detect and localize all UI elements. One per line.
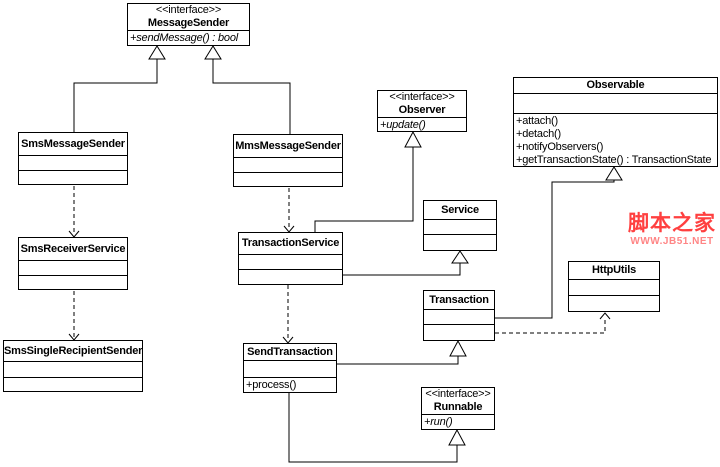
observable-operation-notifyobservers: +notifyObservers() [516,141,604,153]
service-operations [424,234,496,250]
class-smssinglerecipientsender: SmsSingleRecipientSender [3,340,143,392]
transaction-attributes [424,309,494,324]
class-transaction: Transaction [423,290,495,341]
transactionservice-name: TransactionService [241,237,340,249]
transactionservice-operations [239,269,342,284]
smsmessagesender-attributes [19,155,127,170]
realization-transactionservice-observer [314,130,422,232]
smssinglerecipientsender-operations [4,377,142,391]
mmsmessagesender-operations [234,172,342,186]
class-service: Service [423,200,497,251]
transaction-operations [424,324,494,340]
watermark-site-name: 脚本之家 [628,212,716,235]
runnable-operation: +run() [424,416,453,428]
class-runnable: <<interface>> Runnable +run() [421,387,495,430]
class-httputils: HttpUtils [568,261,660,312]
smsreceiverservice-operations [19,275,127,289]
observable-operation-gettransactionstate: +getTransactionState() : TransactionStat… [516,154,712,166]
class-sendtransaction: SendTransaction +process() [243,343,337,393]
smsreceiverservice-name: SmsReceiverService [20,242,126,255]
dependency-smsreceiverservice-smssinglerecipientsender [68,291,80,341]
runnable-name: Runnable [433,401,483,413]
realization-smsmessagesender-messagesender [73,45,166,132]
realization-mmsmessagesender-messagesender [204,45,291,134]
httputils-operations [569,295,659,311]
service-name: Service [441,203,479,216]
messagesender-operation: +sendMessage() : bool [130,32,239,44]
smsmessagesender-operations [19,170,127,184]
watermark-site-url: WWW.JB51.NET [630,236,714,247]
class-observer: <<interface>> Observer +update() [377,90,467,132]
transaction-name: Transaction [429,293,489,306]
dependency-smsmessagesender-smsreceiverservice [68,186,80,238]
smsreceiverservice-attributes [19,260,127,275]
class-smsreceiverservice: SmsReceiverService [18,237,128,290]
class-smsmessagesender: SmsMessageSender [18,132,128,185]
httputils-name: HttpUtils [591,264,637,276]
class-mmsmessagesender: MmsMessageSender [233,134,343,187]
service-attributes [424,219,496,234]
dependency-mmsmessagesender-transactionservice [283,188,295,233]
mmsmessagesender-name: MmsMessageSender [235,139,341,152]
class-observable: Observable +attach() +detach() +notifyOb… [513,77,718,167]
dependency-transactionservice-sendtransaction [282,285,294,344]
sendtransaction-name: SendTransaction [247,345,333,358]
sendtransaction-attributes [244,360,336,377]
observable-name: Observable [586,79,645,91]
smssinglerecipientsender-attributes [4,361,142,377]
dependency-transaction-httputils [495,312,611,334]
messagesender-name: MessageSender [147,17,230,29]
observer-name: Observer [398,104,446,116]
realization-sendtransaction-runnable [288,393,466,463]
generalization-transaction-observable [495,166,623,319]
observer-stereotype: <<interface>> [389,91,455,103]
observer-operation: +update() [380,119,426,131]
httputils-attributes [569,279,659,295]
generalization-sendtransaction-transaction [337,339,467,365]
watermark: 脚本之家 WWW.JB51.NET [626,213,718,247]
class-messagesender: <<interface>> MessageSender +sendMessage… [127,3,250,46]
mmsmessagesender-attributes [234,157,342,172]
observable-operation-detach: +detach() [516,128,561,140]
observable-operation-attach: +attach() [516,115,558,127]
observable-attributes [514,93,717,113]
sendtransaction-operation: +process() [246,379,297,391]
smssinglerecipientsender-name: SmsSingleRecipientSender [4,344,142,357]
generalization-transactionservice-service [343,250,469,276]
transactionservice-attributes [239,254,342,269]
messagesender-stereotype: <<interface>> [155,4,222,16]
runnable-stereotype: <<interface>> [425,388,491,400]
smsmessagesender-name: SmsMessageSender [21,137,125,150]
class-transactionservice: TransactionService [238,232,343,285]
